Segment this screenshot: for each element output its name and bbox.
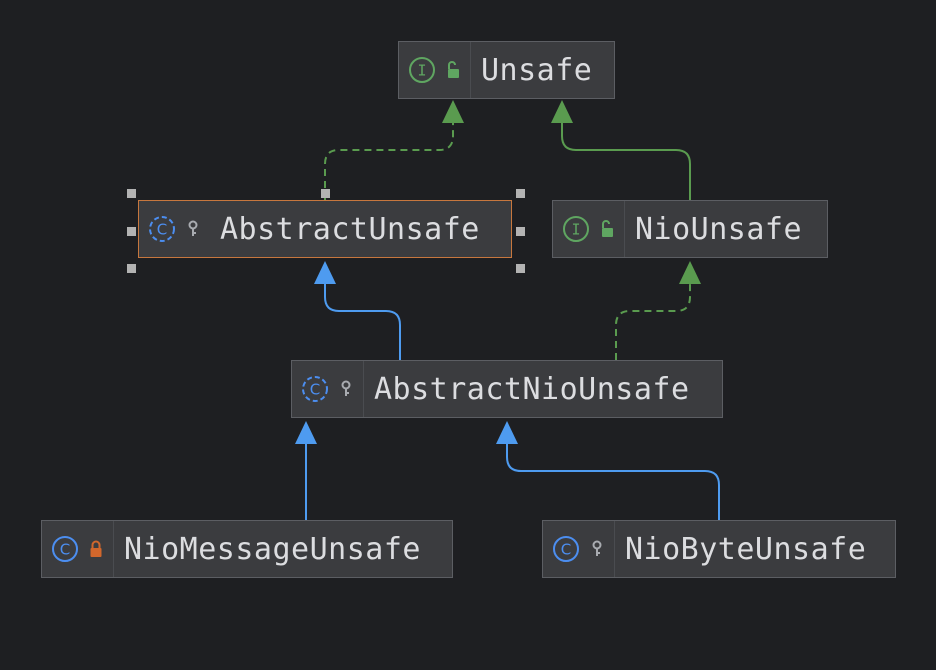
svg-text:C: C — [561, 541, 571, 559]
arrowhead-extends — [295, 421, 317, 444]
interface-icon: I — [561, 214, 591, 244]
node-nio-message-unsafe[interactable]: C NioMessageUnsafe — [41, 520, 453, 578]
node-label: AbstractNioUnsafe — [374, 371, 690, 407]
class-icon: C — [50, 534, 80, 564]
package-private-key-icon — [589, 538, 605, 560]
node-nio-unsafe[interactable]: I NioUnsafe — [552, 200, 828, 258]
node-icons: C — [543, 521, 615, 577]
selection-handle[interactable] — [516, 189, 525, 198]
selection-handle[interactable] — [321, 189, 330, 198]
public-unlock-icon — [445, 59, 461, 81]
package-private-key-icon — [185, 218, 201, 240]
arrowhead-implements — [679, 261, 701, 284]
selection-handle[interactable] — [127, 227, 136, 236]
selection-handle[interactable] — [516, 227, 525, 236]
node-abstract-nio-unsafe[interactable]: C AbstractNioUnsafe — [291, 360, 723, 418]
selection-handle[interactable] — [516, 264, 525, 273]
node-label: NioUnsafe — [635, 211, 803, 247]
node-label: Unsafe — [481, 52, 593, 88]
edge-abstractniounsafe-implements-niounsafe[interactable] — [615, 283, 691, 360]
selection-handle[interactable] — [127, 264, 136, 273]
edge-abstractunsafe-implements-unsafe[interactable] — [324, 122, 454, 200]
node-icons: I — [399, 42, 471, 98]
node-unsafe[interactable]: I Unsafe — [398, 41, 615, 99]
node-icons: I — [553, 201, 625, 257]
public-unlock-icon — [599, 218, 615, 240]
package-private-key-icon — [338, 378, 354, 400]
interface-icon: I — [407, 55, 437, 85]
edge-abstractniounsafe-extends-abstractunsafe[interactable] — [324, 283, 401, 360]
arrowhead-extends — [496, 421, 518, 444]
node-icons: C — [42, 521, 114, 577]
svg-text:C: C — [157, 221, 167, 239]
node-abstract-unsafe[interactable]: C AbstractUnsafe — [138, 200, 512, 258]
private-lock-icon — [88, 538, 104, 560]
class-icon: C — [551, 534, 581, 564]
svg-text:C: C — [310, 381, 320, 399]
node-nio-byte-unsafe[interactable]: C NioByteUnsafe — [542, 520, 896, 578]
abstract-class-icon: C — [300, 374, 330, 404]
node-label: AbstractUnsafe — [220, 211, 480, 247]
svg-text:C: C — [60, 541, 70, 559]
edge-niounsafe-extends-unsafe[interactable] — [561, 122, 691, 200]
node-icons: C — [139, 201, 210, 257]
svg-text:I: I — [571, 221, 580, 239]
arrowhead-implements — [442, 100, 464, 123]
svg-text:I: I — [417, 62, 426, 80]
arrowhead-extends-interface — [551, 100, 573, 123]
node-label: NioMessageUnsafe — [124, 531, 421, 567]
node-icons: C — [292, 361, 364, 417]
node-label: NioByteUnsafe — [625, 531, 867, 567]
abstract-class-icon: C — [147, 214, 177, 244]
selection-handle[interactable] — [127, 189, 136, 198]
arrowhead-extends — [314, 261, 336, 284]
edge-niobyteunsafe-extends-abstractniounsafe[interactable] — [506, 443, 720, 520]
